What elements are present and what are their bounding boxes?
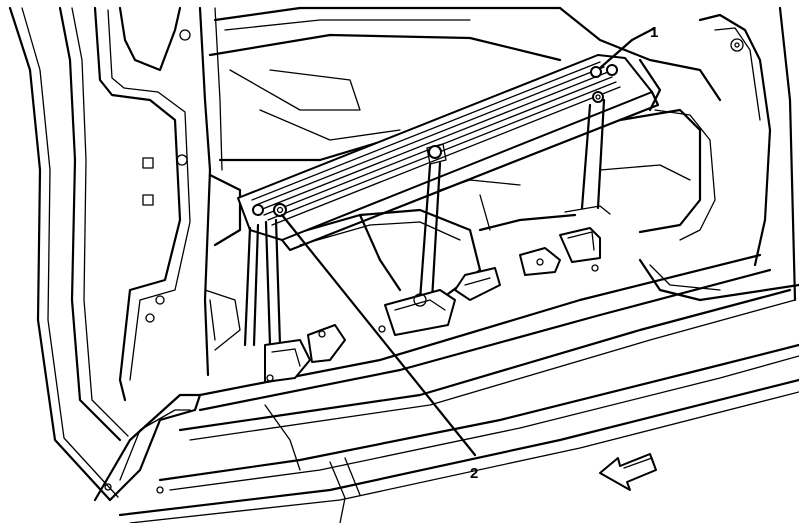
callout-2: 2 (280, 213, 478, 482)
mounting-brackets (264, 205, 611, 383)
callout-1: 1 (598, 24, 658, 70)
assist-step-pad (237, 54, 660, 252)
direction-arrow-icon (599, 453, 657, 491)
callout-1-label: 1 (650, 24, 658, 41)
right-body-panel (558, 6, 797, 302)
callout-2-label: 2 (470, 465, 478, 482)
door-frame (8, 6, 223, 502)
fastener-install-lines (243, 98, 606, 347)
